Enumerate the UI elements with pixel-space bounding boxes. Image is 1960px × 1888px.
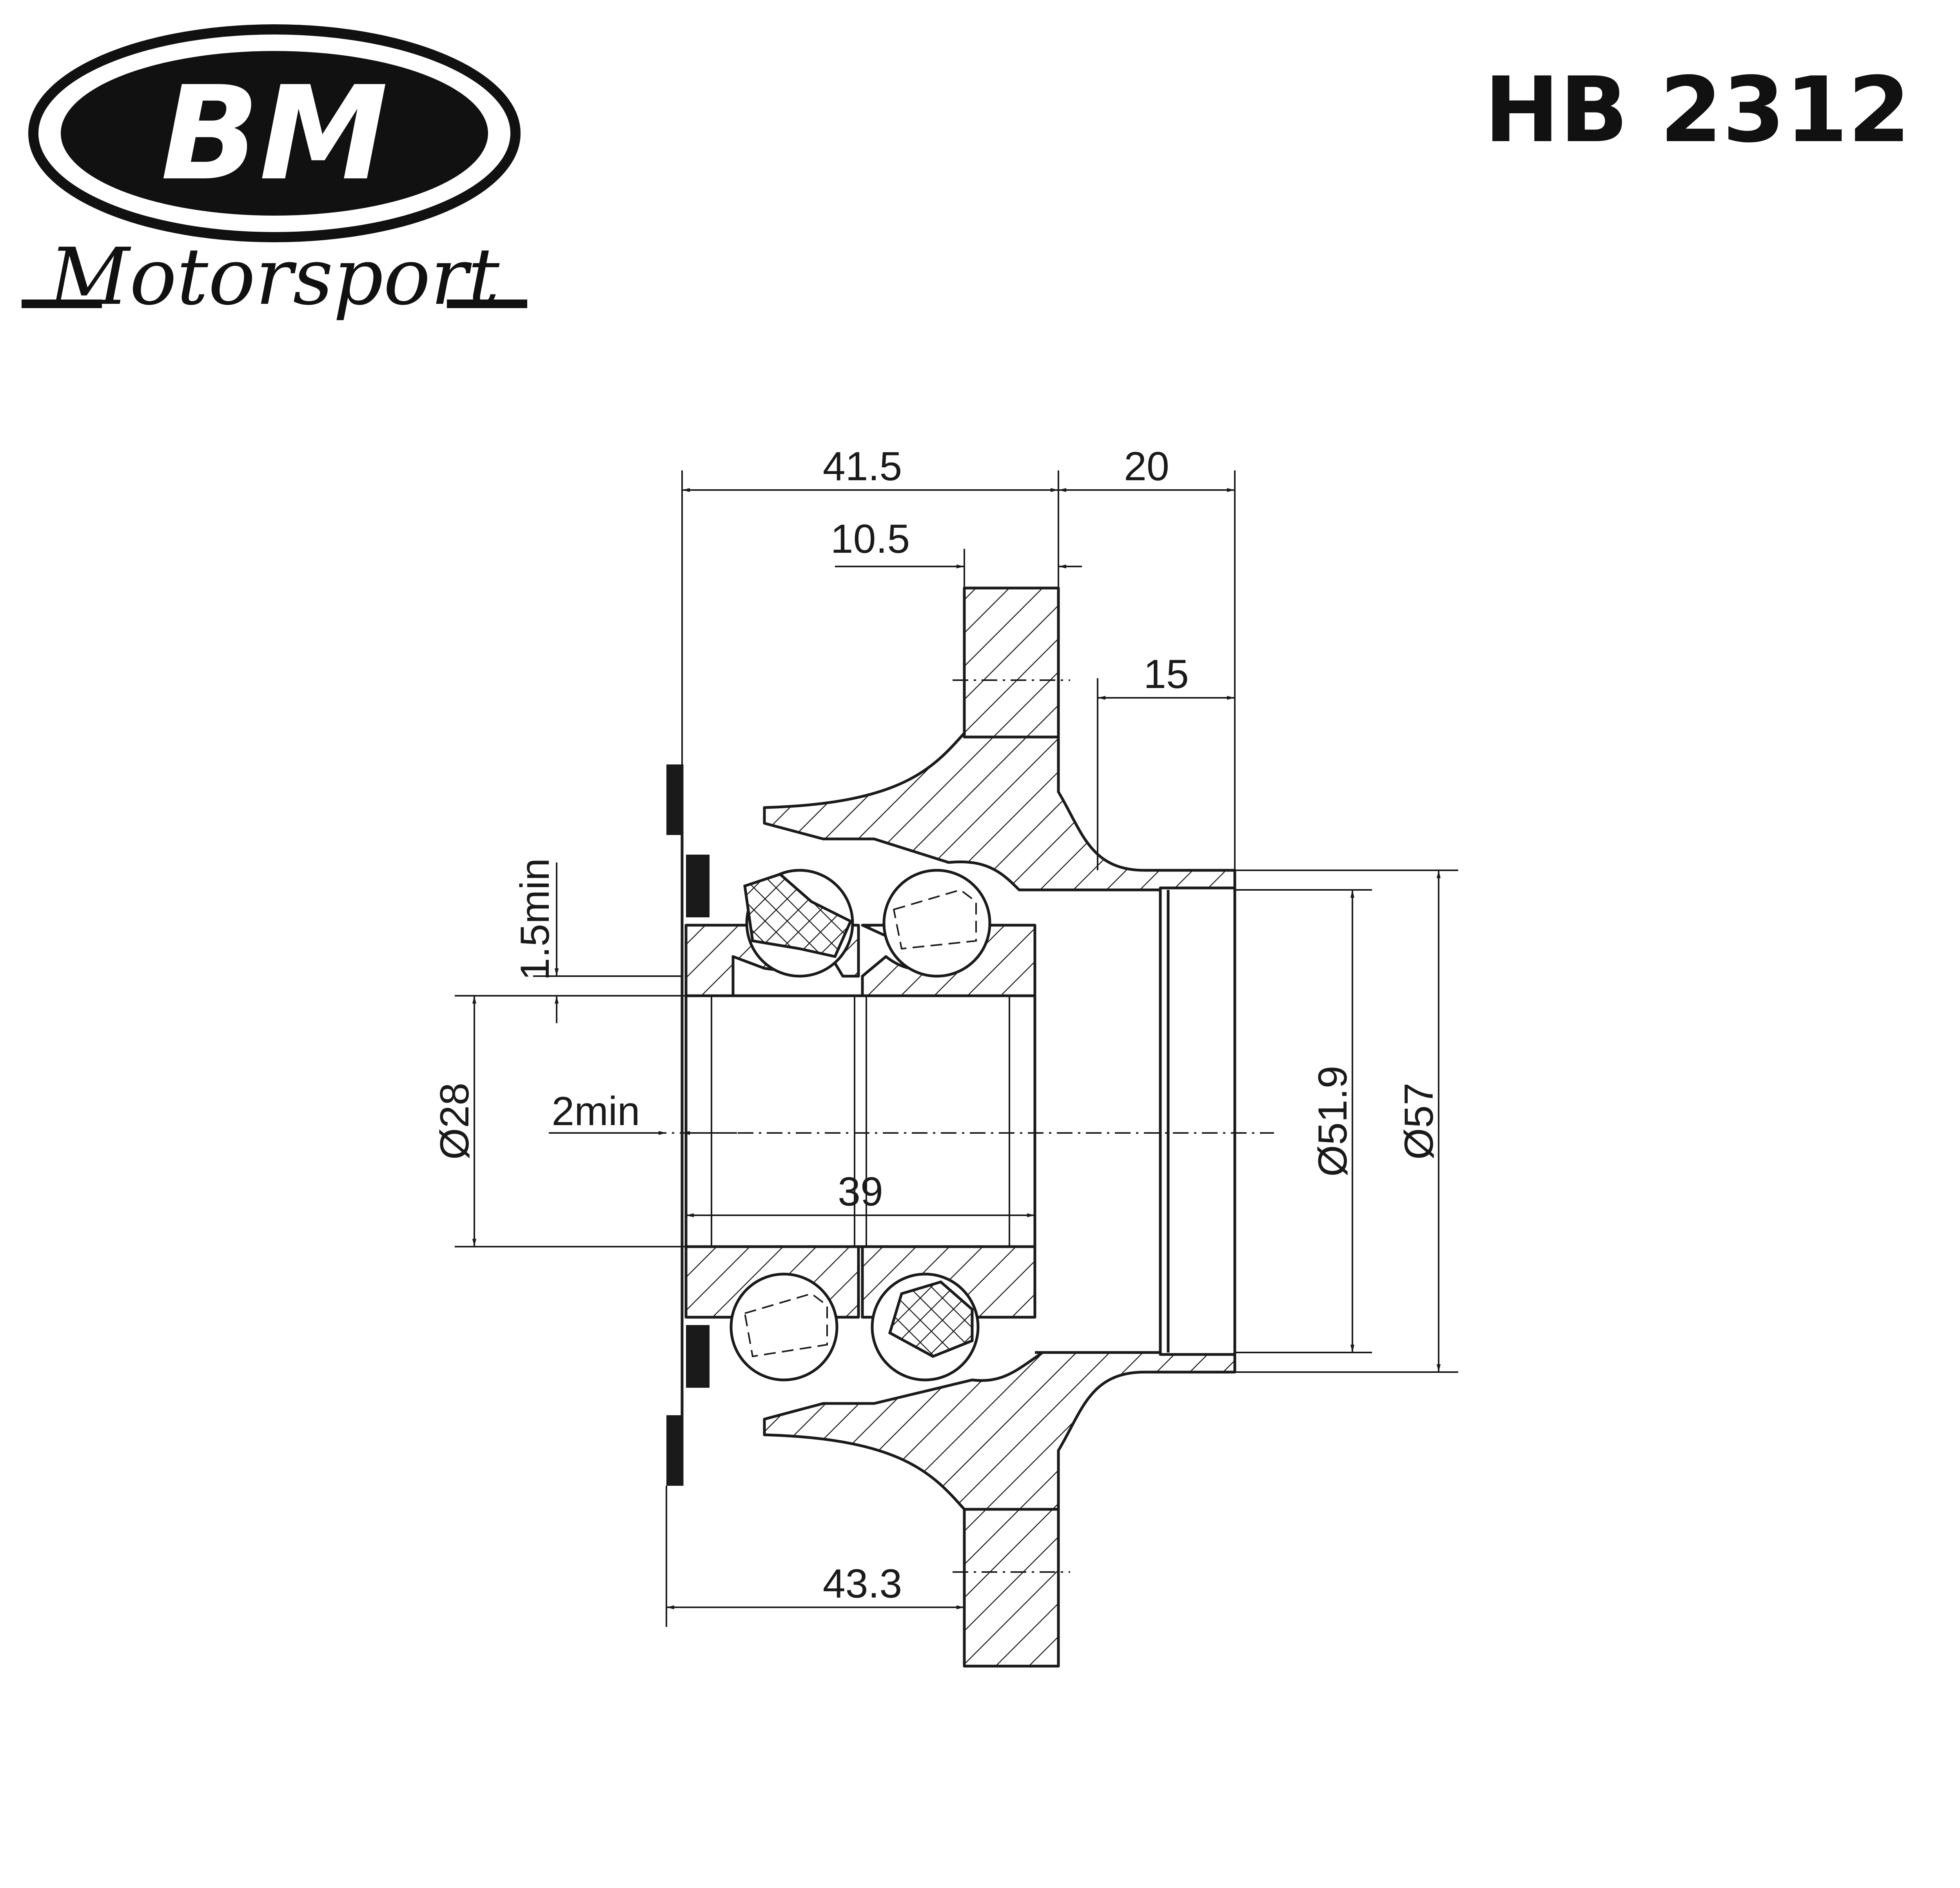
dim-1-5min-label: 1.5min: [512, 858, 558, 980]
dim-20-label: 20: [1124, 444, 1169, 489]
logo-text: BM: [161, 58, 388, 209]
brand-logo: BM Motorsport: [22, 24, 527, 323]
flange-lower: [963, 1508, 1060, 1668]
dim-2min-label: 2min: [552, 1089, 640, 1134]
dim-15-label: 15: [1143, 652, 1189, 697]
flange-upper: [963, 586, 1060, 739]
cage-lower: [888, 1280, 974, 1358]
logo-tagline: Motorsport: [48, 231, 500, 323]
dim-51-9-label: Ø51.9: [1310, 1066, 1356, 1176]
seal-plate-upper: [666, 764, 682, 835]
part-number: HB 2312: [1484, 58, 1911, 163]
hub-cross-section: [651, 586, 1274, 1668]
ball-lower-left: [730, 1273, 838, 1382]
logo-inner-ellipse: [61, 51, 488, 216]
dim-43-3-label: 43.3: [823, 1561, 902, 1607]
dim-39-label: 39: [838, 1169, 883, 1214]
hub-housing-upper: [763, 586, 1236, 891]
cage-dash-lower: [744, 1293, 828, 1358]
ball-upper-right: [882, 869, 991, 978]
seal-lip-lower: [686, 1325, 710, 1388]
seal-lip-upper: [686, 855, 710, 917]
cage-dash-upper: [893, 889, 977, 950]
dim-10-5-label: 10.5: [831, 516, 910, 562]
dim-28-label: Ø28: [432, 1083, 477, 1160]
seal-plate-lower: [666, 1415, 682, 1486]
cage-upper: [743, 873, 853, 959]
pilot-bore: [1035, 888, 1162, 1354]
dim-57-label: Ø57: [1396, 1083, 1442, 1160]
bore: [684, 994, 1036, 1248]
dimension-lines: 41.5 20 10.5 15 1.5min Ø28 2min 39 Ø51.9: [432, 444, 1458, 1666]
dim-41-5-label: 41.5: [823, 444, 902, 489]
